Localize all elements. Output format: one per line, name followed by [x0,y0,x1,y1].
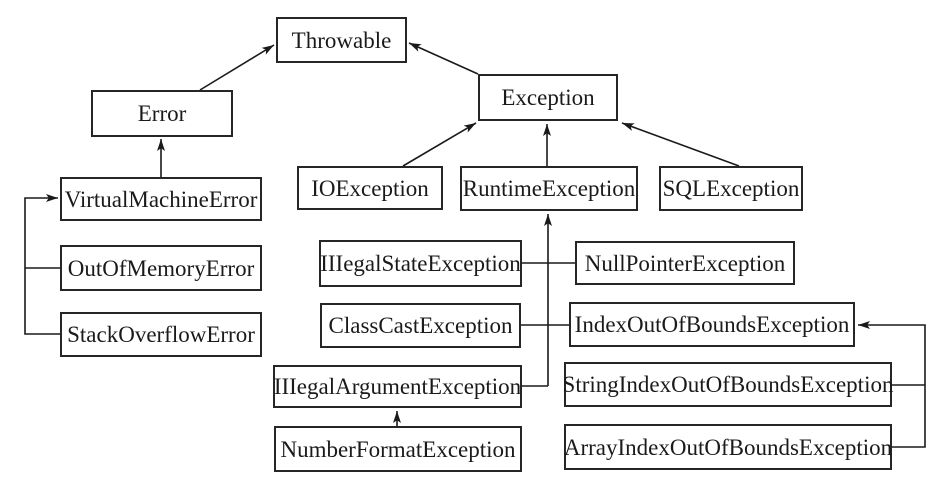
node-stack-overflow-error: StackOverflowError [60,312,262,357]
edge-right-bracket-to-index-oob [858,321,926,448]
edge-left-bracket-to-virtual-machine-error [24,194,60,335]
node-string-index-out-of-bounds-exception: StringIndexOutOfBoundsException [563,362,893,407]
node-out-of-memory-error: OutOfMemoryError [60,245,262,291]
node-error: Error [91,90,233,137]
node-exception: Exception [478,74,618,121]
node-illegal-state-exception: IIIegalStateException [319,240,522,287]
node-sql-exception: SQLException [659,166,803,211]
edge-error-to-throwable [199,44,275,91]
edge-sql-exception-to-exception [621,122,740,167]
node-io-exception: IOException [297,166,443,210]
node-number-format-exception: NumberFormatException [274,426,522,472]
node-illegal-argument-exception: IIIegalArgumentException [273,365,522,408]
node-array-index-out-of-bounds-exception: ArrayIndexOutOfBoundsException [564,424,892,470]
node-virtual-machine-error: VirtualMachineError [60,177,262,221]
node-throwable: Throwable [276,17,407,63]
edge-io-exception-to-exception [402,122,477,167]
node-class-cast-exception: ClassCastException [320,303,521,348]
node-runtime-exception: RuntimeException [460,166,638,211]
node-null-pointer-exception: NullPointerException [575,241,795,285]
node-index-out-of-bounds-exception: IndexOutOfBoundsException [569,302,855,347]
edge-exception-to-throwable [408,42,479,75]
